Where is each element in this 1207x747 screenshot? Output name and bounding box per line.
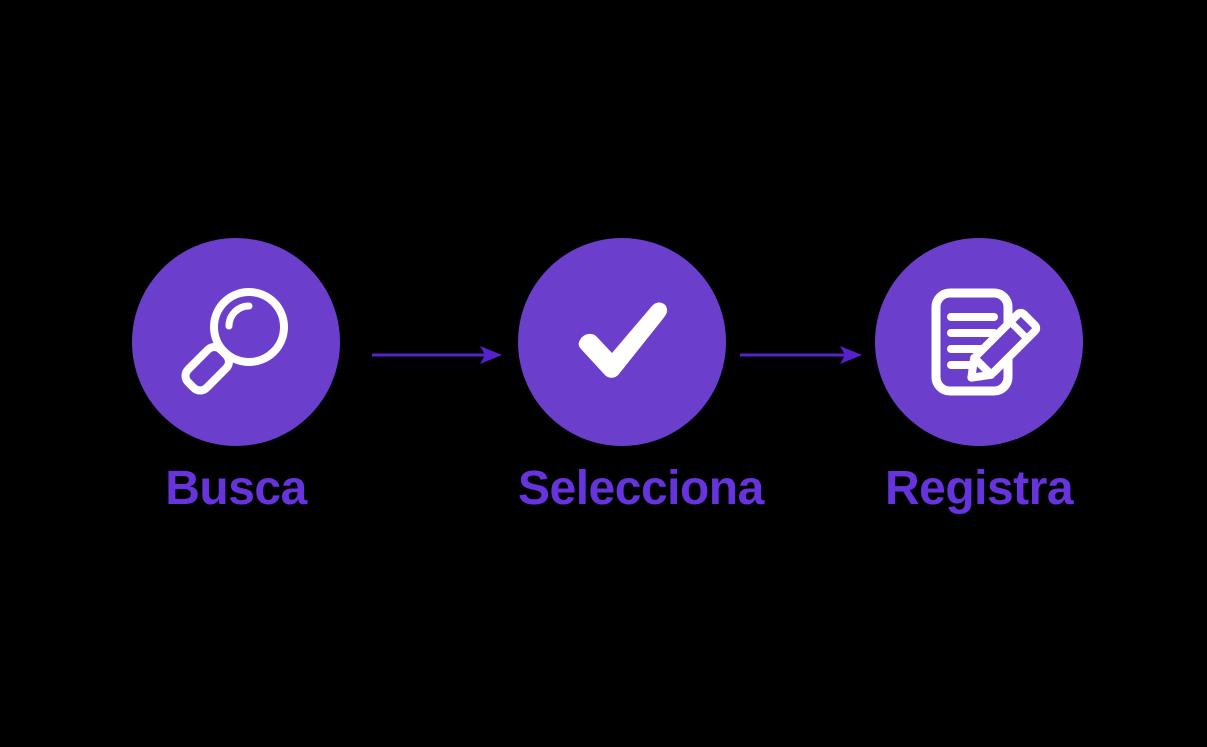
step-selecciona[interactable]: Selecciona [518,238,764,516]
arrow-step1-to-step2 [372,340,502,370]
step-registra-circle[interactable] [875,238,1083,446]
step-busca[interactable]: Busca [132,238,340,516]
magnifier-icon [171,277,301,407]
step-selecciona-label: Selecciona [518,462,764,515]
steps-row: Busca Selecciona [0,238,1207,548]
step-registra-label: Registra [884,462,1074,515]
checkmark-icon [557,277,687,407]
document-pencil-icon [914,277,1044,407]
arrow-step2-to-step3 [740,340,862,370]
step-busca-circle[interactable] [132,238,340,446]
step-busca-label: Busca [165,462,307,515]
step-selecciona-circle[interactable] [518,238,726,446]
step-registra[interactable]: Registra [875,238,1083,516]
